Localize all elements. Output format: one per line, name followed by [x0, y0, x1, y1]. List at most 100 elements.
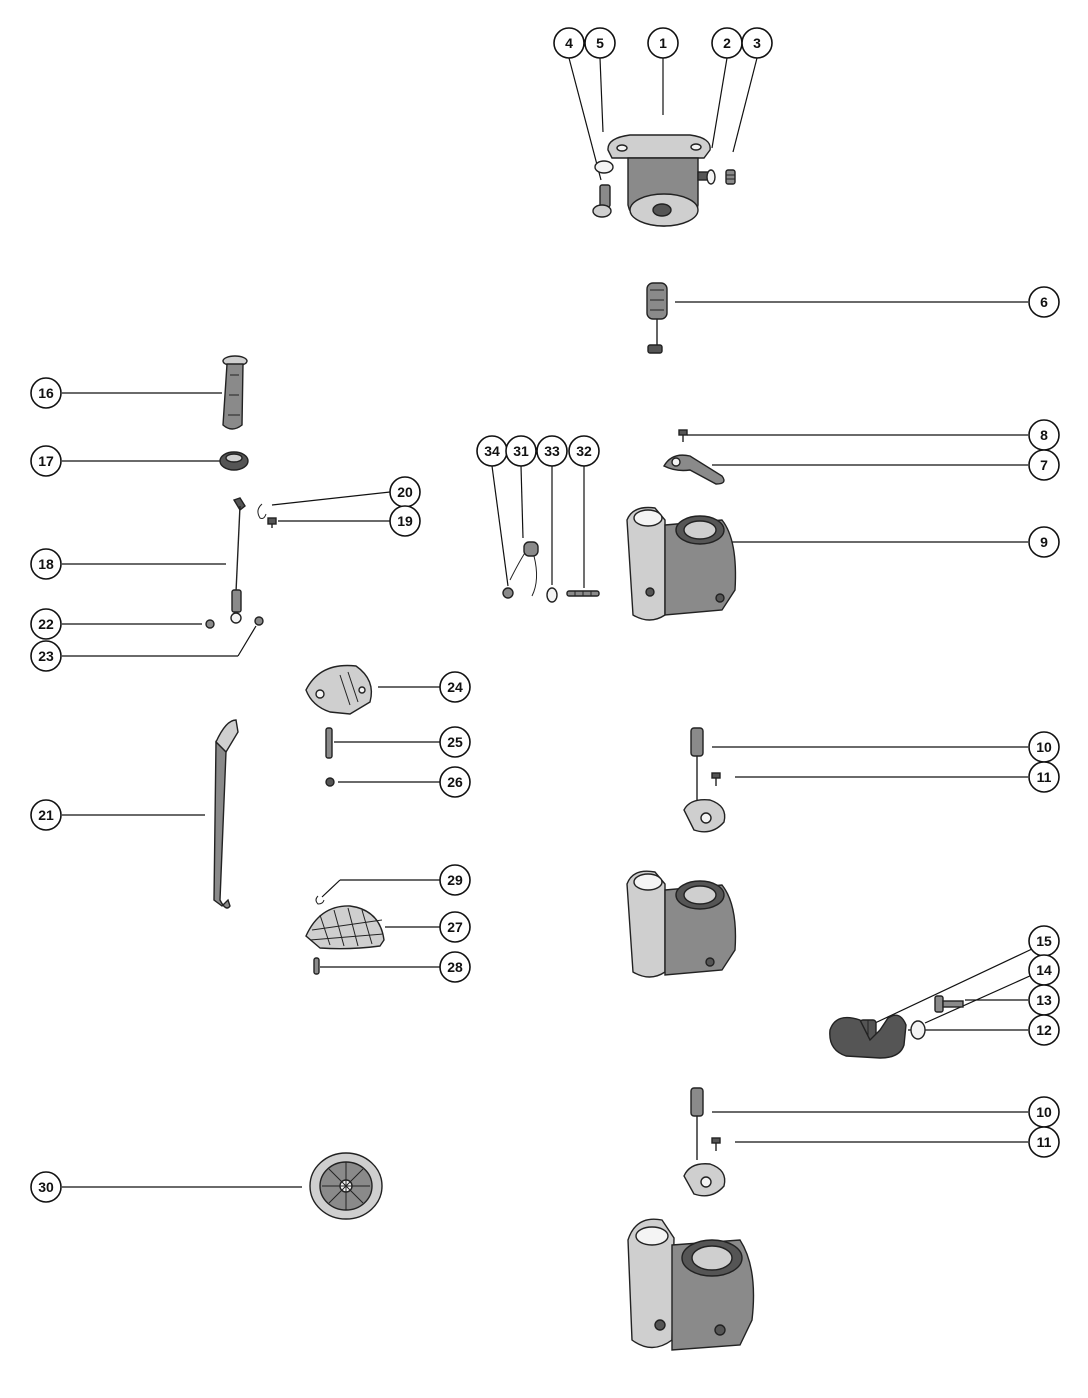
- part-7-lever: [663, 454, 725, 485]
- callout-28: 28: [439, 951, 471, 983]
- callout-34: 34: [476, 435, 508, 467]
- svg-text:2: 2: [723, 35, 731, 51]
- svg-text:1: 1: [659, 35, 667, 51]
- part-31-spring: [509, 541, 539, 597]
- callout-17: 17: [30, 445, 62, 477]
- callout-32: 32: [568, 435, 600, 467]
- callout-10-upper: 10: [1028, 731, 1060, 763]
- part-4-screw: [592, 184, 612, 218]
- callout-25: 25: [439, 726, 471, 758]
- svg-text:6: 6: [1040, 294, 1048, 310]
- callout-33: 33: [536, 435, 568, 467]
- callout-2: 2: [711, 27, 743, 59]
- part-19-screw: [267, 517, 277, 528]
- part-3-nut: [725, 169, 736, 185]
- svg-text:14: 14: [1036, 962, 1052, 978]
- svg-text:24: 24: [447, 679, 463, 695]
- svg-text:16: 16: [38, 385, 54, 401]
- part-20-clip: [257, 503, 267, 519]
- callout-9: 9: [1028, 526, 1060, 558]
- callout-23: 23: [30, 640, 62, 672]
- svg-text:29: 29: [447, 872, 463, 888]
- svg-text:34: 34: [484, 443, 500, 459]
- svg-text:23: 23: [38, 648, 54, 664]
- callout-3: 3: [741, 27, 773, 59]
- carburetor-bottom: [627, 1218, 755, 1351]
- callout-27: 27: [439, 911, 471, 943]
- svg-text:17: 17: [38, 453, 54, 469]
- part-11-screw-lower: [711, 1137, 721, 1151]
- part-26-nut: [325, 777, 335, 787]
- part-27-screen: [305, 905, 385, 950]
- svg-text:30: 30: [38, 1179, 54, 1195]
- part-6-plunger: [646, 282, 668, 354]
- svg-text:10: 10: [1036, 1104, 1052, 1120]
- callout-5: 5: [584, 27, 616, 59]
- svg-text:33: 33: [544, 443, 560, 459]
- svg-text:19: 19: [397, 513, 413, 529]
- callout-21: 21: [30, 799, 62, 831]
- part-25-screw: [325, 727, 333, 759]
- callout-20: 20: [389, 476, 421, 508]
- part-22-nut: [205, 619, 215, 629]
- svg-text:26: 26: [447, 774, 463, 790]
- callout-4: 4: [553, 27, 585, 59]
- part-21-lever-arm: [213, 719, 239, 909]
- part-10-needle-upper: [683, 727, 726, 833]
- part-34-nut: [502, 587, 514, 599]
- part-32-pin: [566, 590, 600, 597]
- svg-text:4: 4: [565, 35, 573, 51]
- part-1-housing: [607, 134, 711, 227]
- svg-text:25: 25: [447, 734, 463, 750]
- callout-29: 29: [439, 864, 471, 896]
- svg-text:5: 5: [596, 35, 604, 51]
- svg-text:22: 22: [38, 616, 54, 632]
- callout-1: 1: [647, 27, 679, 59]
- part-24-plate: [305, 664, 373, 715]
- svg-text:21: 21: [38, 807, 54, 823]
- svg-text:27: 27: [447, 919, 463, 935]
- callout-16: 16: [30, 377, 62, 409]
- callout-24: 24: [439, 671, 471, 703]
- part-29-clip: [315, 895, 325, 905]
- svg-text:3: 3: [753, 35, 761, 51]
- callout-6: 6: [1028, 286, 1060, 318]
- part-16-tube: [222, 355, 248, 430]
- callout-7: 7: [1028, 449, 1060, 481]
- callout-22: 22: [30, 608, 62, 640]
- part-18-link-rod: [230, 497, 246, 624]
- callout-15: 15: [1028, 925, 1060, 957]
- svg-text:10: 10: [1036, 739, 1052, 755]
- svg-text:11: 11: [1037, 1134, 1052, 1150]
- part-13-screw: [934, 995, 964, 1013]
- part-23-nut: [254, 616, 264, 626]
- svg-text:15: 15: [1036, 933, 1052, 949]
- part-17-grommet: [219, 451, 249, 471]
- svg-text:31: 31: [513, 443, 529, 459]
- callout-31: 31: [505, 435, 537, 467]
- part-10-needle-lower: [683, 1087, 726, 1197]
- callout-18: 18: [30, 548, 62, 580]
- part-9-carburetor: [626, 506, 737, 621]
- part-12-bracket: [829, 1014, 907, 1059]
- carburetor-middle: [626, 870, 737, 978]
- callout-19: 19: [389, 505, 421, 537]
- svg-text:28: 28: [447, 959, 463, 975]
- svg-text:32: 32: [576, 443, 592, 459]
- callout-11-upper: 11: [1028, 761, 1060, 793]
- callout-26: 26: [439, 766, 471, 798]
- part-30-filter: [309, 1152, 383, 1220]
- callout-11-lower: 11: [1028, 1126, 1060, 1158]
- svg-text:11: 11: [1037, 769, 1052, 785]
- callout-13: 13: [1028, 984, 1060, 1016]
- leader-lines: [62, 57, 1033, 1188]
- svg-text:20: 20: [397, 484, 413, 500]
- callout-10-lower: 10: [1028, 1096, 1060, 1128]
- svg-text:13: 13: [1036, 992, 1052, 1008]
- callout-12: 12: [1028, 1014, 1060, 1046]
- svg-text:12: 12: [1036, 1022, 1052, 1038]
- part-8-screw: [678, 429, 688, 442]
- part-14-washer: [910, 1020, 926, 1040]
- callout-14: 14: [1028, 954, 1060, 986]
